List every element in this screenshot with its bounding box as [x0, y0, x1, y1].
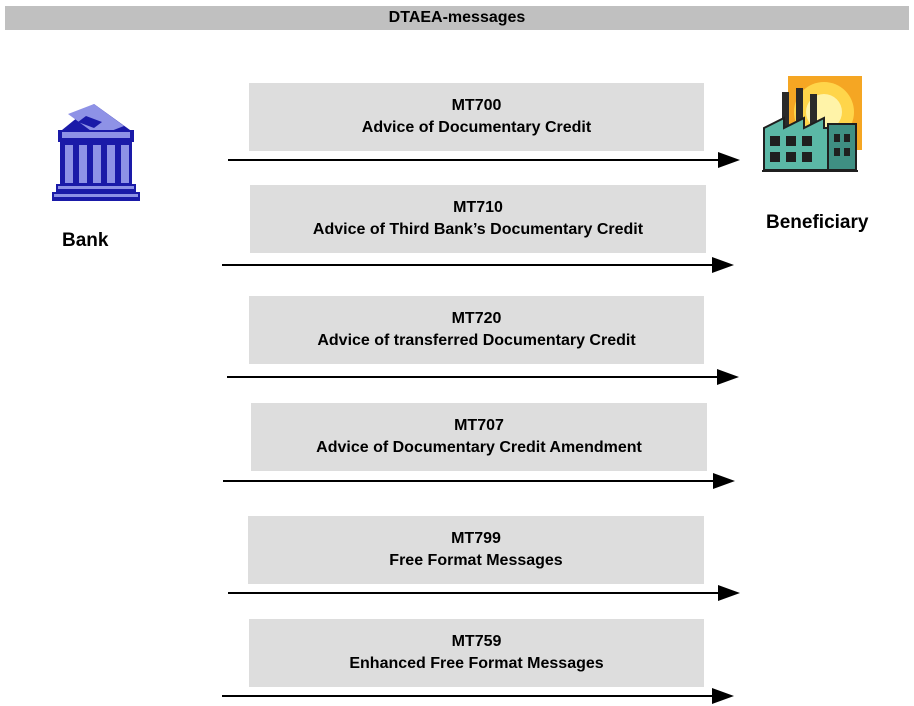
message-arrow	[228, 585, 740, 601]
diagram-title: DTAEA-messages	[388, 9, 526, 26]
message-description: Advice of Third Bank’s Documentary Credi…	[312, 221, 644, 238]
message-arrow	[228, 152, 740, 168]
beneficiary-label: Beneficiary	[766, 212, 869, 233]
message-description: Enhanced Free Format Messages	[349, 655, 604, 672]
message-box-mt720: MT720 Advice of transferred Documentary …	[249, 296, 704, 364]
message-description: Advice of Documentary Credit Amendment	[316, 439, 642, 456]
message-code: MT759	[451, 633, 502, 650]
message-box-mt710: MT710 Advice of Third Bank’s Documentary…	[250, 185, 706, 253]
message-description: Advice of Documentary Credit	[361, 119, 592, 136]
message-box-mt759: MT759 Enhanced Free Format Messages	[249, 619, 704, 687]
message-code: MT710	[453, 199, 503, 216]
message-arrow	[222, 688, 734, 704]
message-box-mt700: MT700 Advice of Documentary Credit	[249, 83, 704, 151]
message-box-mt707: MT707 Advice of Documentary Credit Amend…	[251, 403, 707, 471]
message-code: MT707	[454, 417, 504, 434]
diagram-title-bar: DTAEA-messages	[5, 6, 909, 30]
message-description: Advice of transferred Documentary Credit	[317, 332, 636, 349]
bank-label: Bank	[62, 230, 109, 251]
message-description: Free Format Messages	[389, 552, 563, 569]
message-arrow	[227, 369, 739, 385]
message-arrow	[223, 473, 735, 489]
factory-icon	[762, 76, 862, 172]
message-code: MT700	[451, 97, 502, 114]
message-code: MT720	[451, 310, 502, 327]
message-arrow	[222, 257, 734, 273]
message-box-mt799: MT799 Free Format Messages	[248, 516, 704, 584]
message-code: MT799	[451, 530, 501, 547]
bank-building-icon	[52, 104, 140, 201]
